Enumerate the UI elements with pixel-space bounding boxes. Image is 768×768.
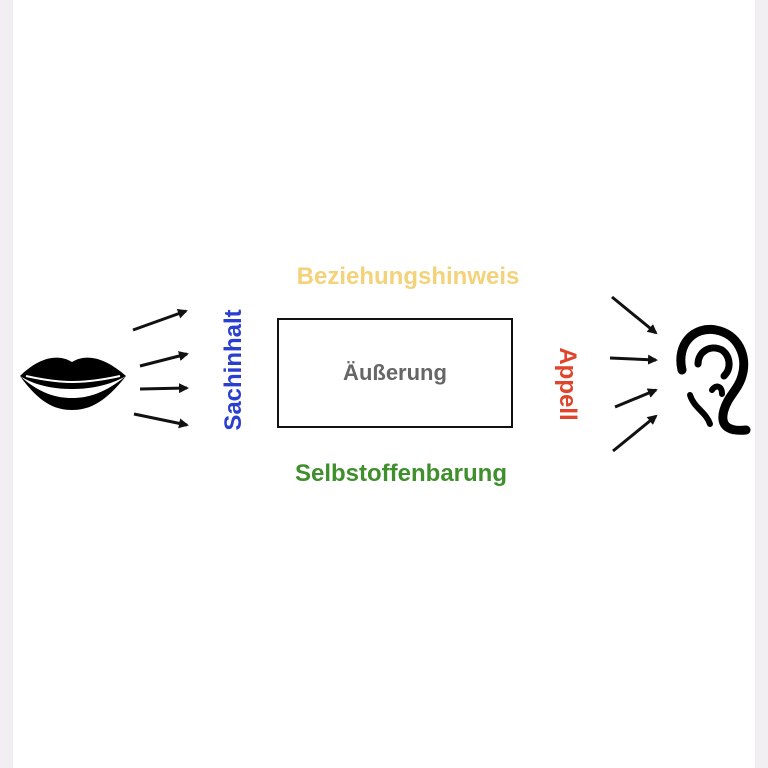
appeal-label: Appell xyxy=(554,347,581,421)
mouth-icon xyxy=(20,357,126,410)
sender-arrows xyxy=(132,308,189,429)
page-background xyxy=(13,0,755,768)
sender-arrow xyxy=(132,308,188,332)
sender-arrow xyxy=(133,412,189,429)
message-box: Äußerung xyxy=(277,318,513,428)
receiver-arrow xyxy=(609,354,658,365)
receiver-arrow xyxy=(612,414,658,453)
receiver-arrows xyxy=(609,295,658,453)
ear-icon xyxy=(676,324,751,435)
factual-content-label: Sachinhalt xyxy=(220,309,247,431)
receiver-arrow xyxy=(614,388,658,409)
relationship-label: Beziehungshinweis xyxy=(296,263,520,290)
self-revelation-label: Selbstoffenbarung xyxy=(294,460,508,487)
sender-arrow xyxy=(139,383,189,394)
message-label: Äußerung xyxy=(343,360,447,385)
sender-arrow xyxy=(139,351,189,368)
receiver-arrow xyxy=(611,295,658,335)
